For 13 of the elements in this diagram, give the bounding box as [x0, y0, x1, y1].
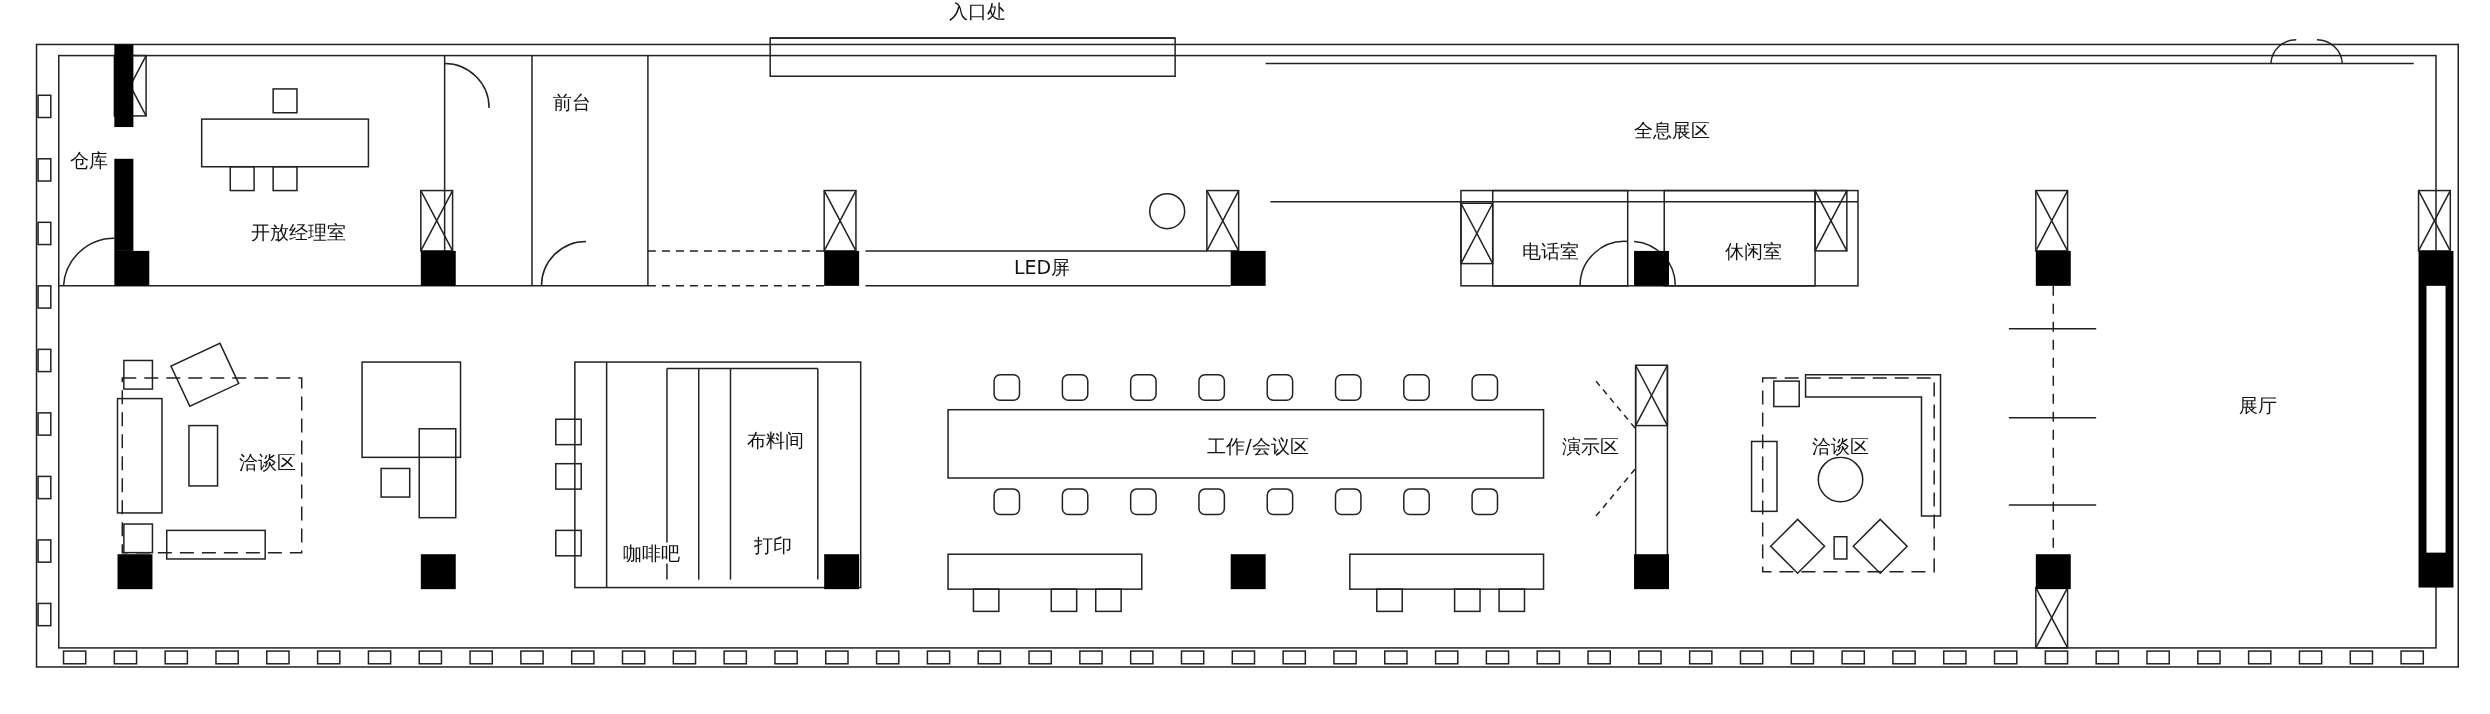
- room-label: 入口处: [946, 0, 1008, 22]
- room-label: 仓库: [68, 149, 110, 171]
- room-label: 洽谈区: [236, 451, 298, 473]
- room-label: 开放经理室: [248, 221, 348, 243]
- room-label: 全息展区: [1632, 119, 1712, 141]
- room-label: 休闲室: [1722, 240, 1784, 262]
- room-label: 展厅: [2237, 394, 2279, 416]
- room-label: 布料间: [744, 429, 806, 451]
- room-label: 演示区: [1559, 435, 1621, 457]
- room-label: 工作/会议区: [1205, 435, 1311, 457]
- room-label: 洽谈区: [1809, 435, 1871, 457]
- room-label: 打印: [752, 534, 794, 556]
- room-label: 咖啡吧: [620, 542, 682, 564]
